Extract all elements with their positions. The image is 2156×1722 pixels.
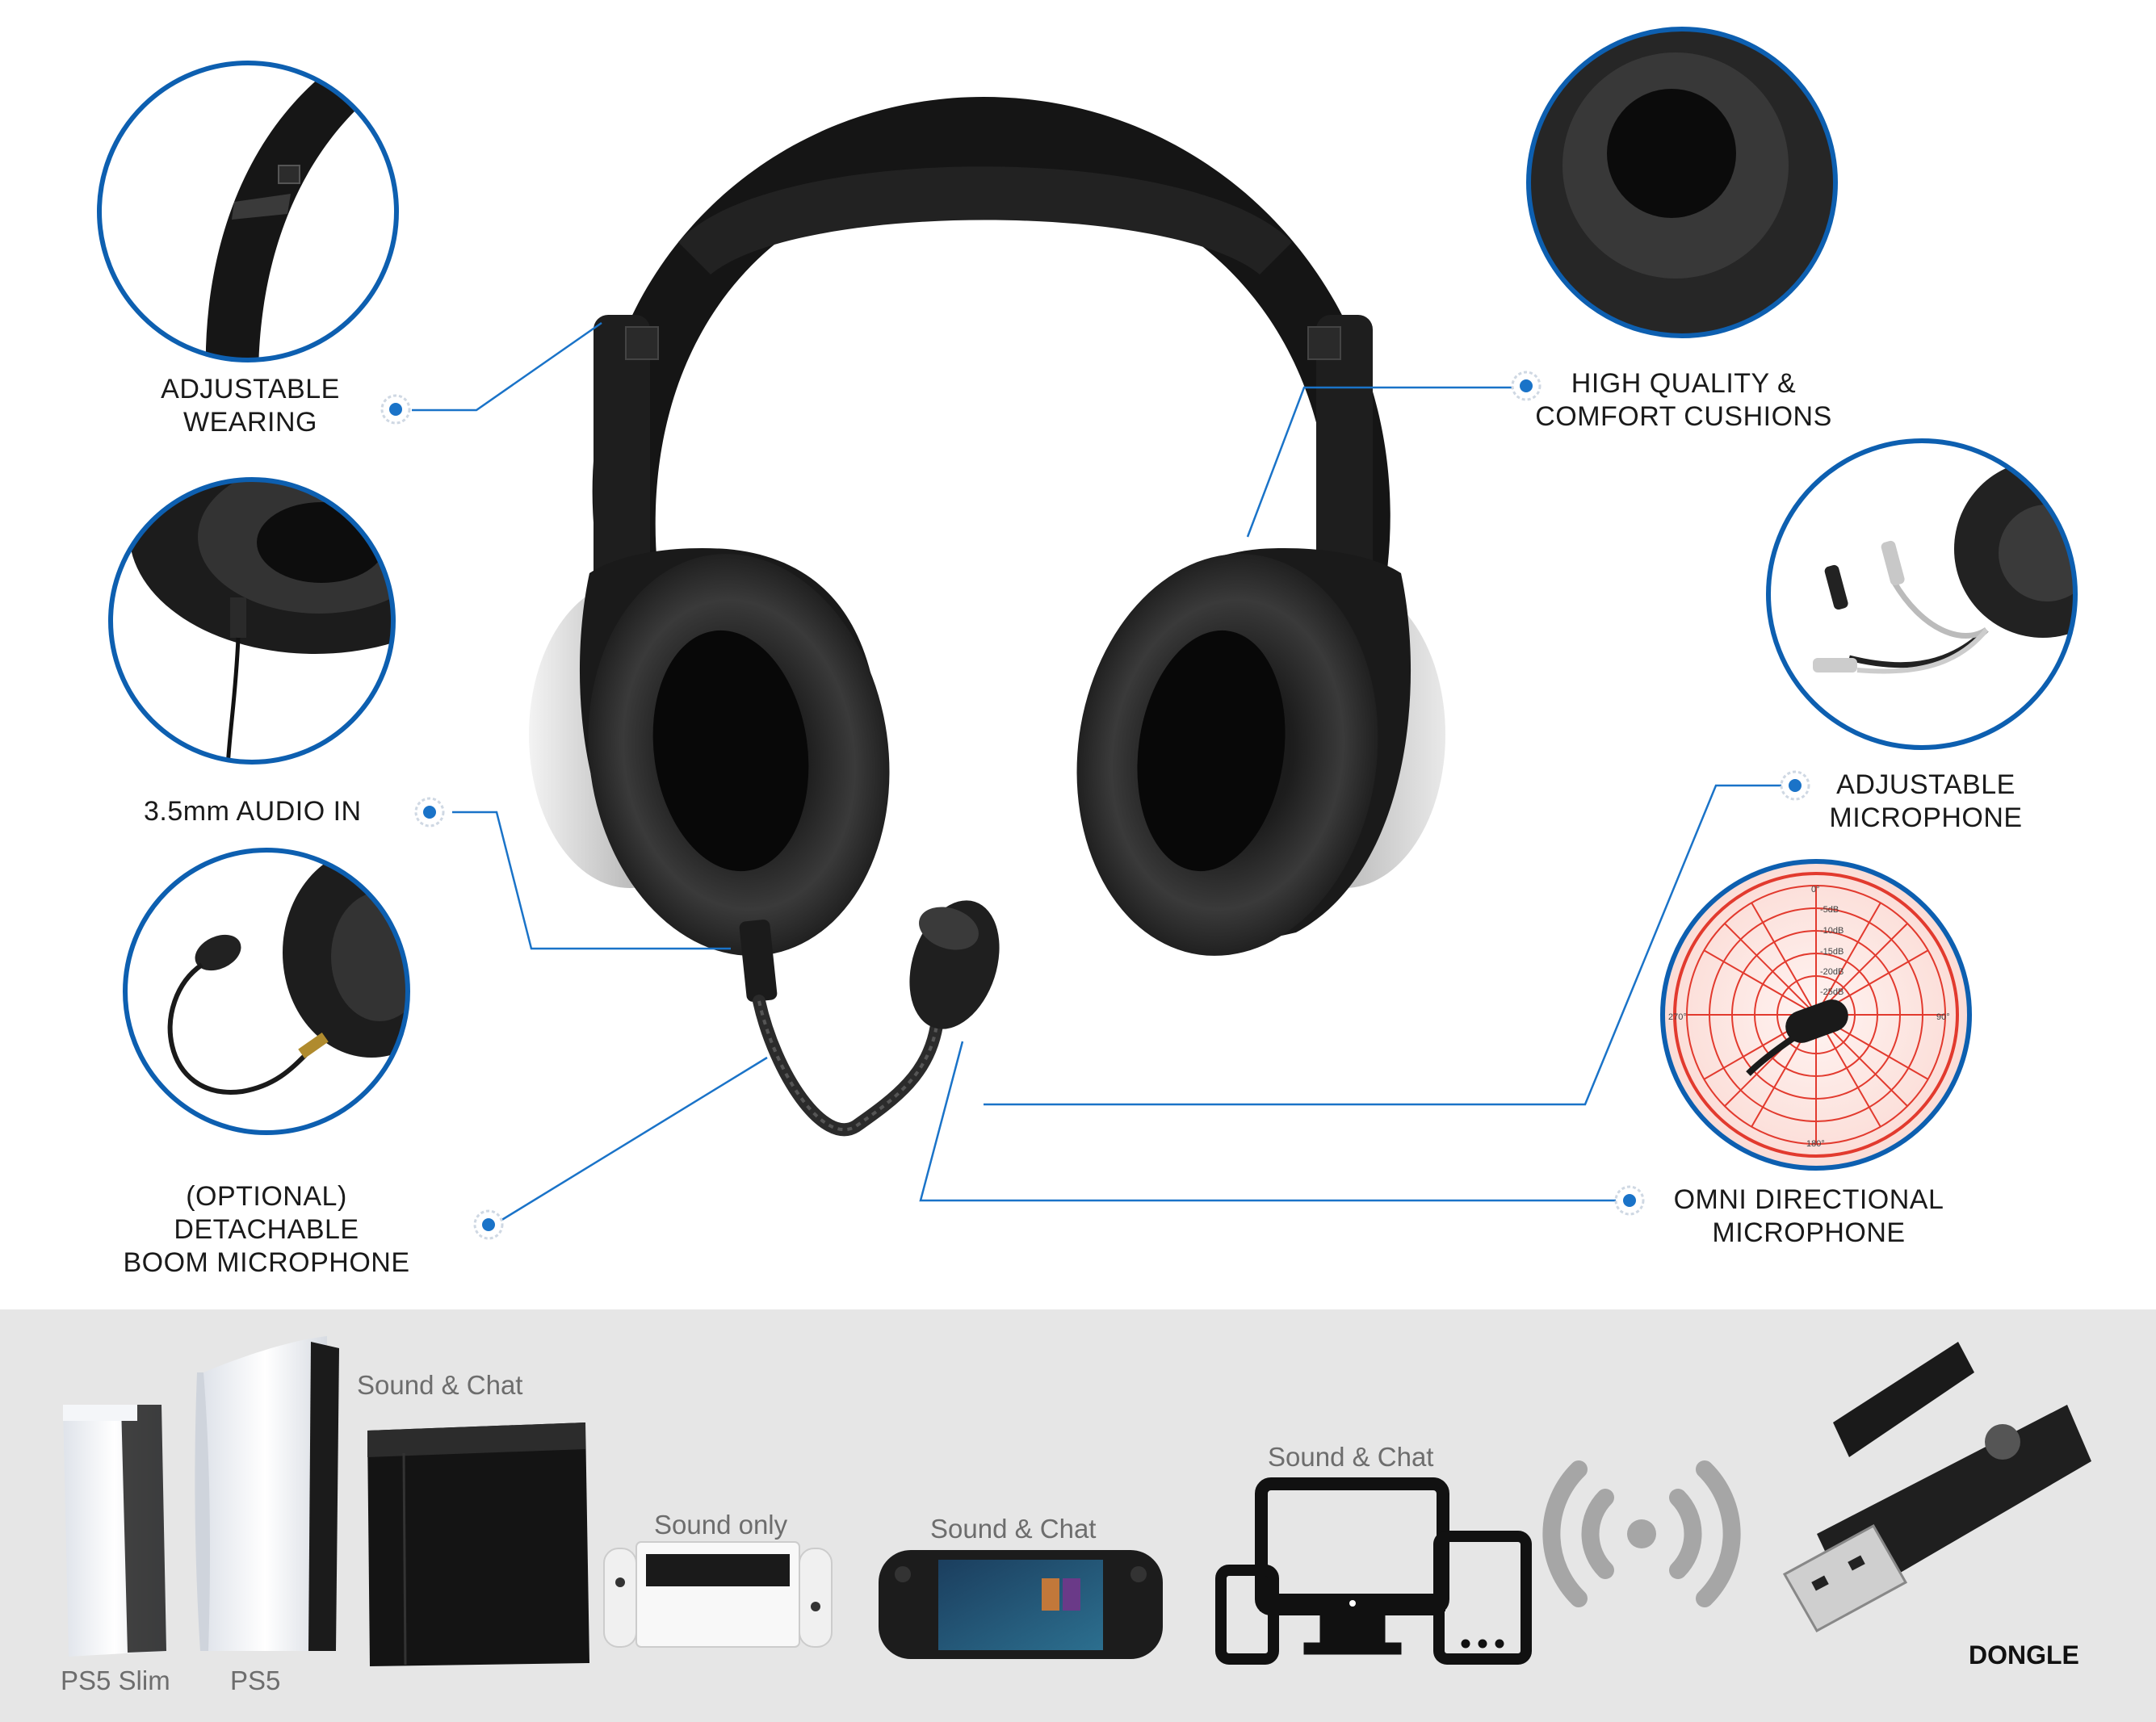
label-deck-sound-chat: Sound & Chat <box>930 1514 1097 1544</box>
detail-circle-cushion <box>1526 27 1838 338</box>
dot-omni-mic <box>1614 1185 1645 1216</box>
label-ps4-sound-chat: Sound & Chat <box>357 1370 523 1400</box>
ps4-image <box>367 1422 589 1666</box>
polar-angle-180: 180° <box>1806 1139 1825 1149</box>
callout-dots <box>380 371 1810 1240</box>
label-switch-sound-only: Sound only <box>654 1510 788 1540</box>
polar-level-15: -15dB <box>1820 947 1844 957</box>
polar-level-25: -25dB <box>1820 987 1844 997</box>
dot-boom-mic <box>473 1209 504 1240</box>
dongle-image <box>1782 1342 2091 1633</box>
dot-cushions <box>1511 371 1541 401</box>
label-ps5-slim: PS5 Slim <box>61 1665 170 1695</box>
label-dongle: DONGLE <box>1969 1640 2079 1670</box>
label-cushions: HIGH QUALITY & COMFORT CUSHIONS <box>1535 368 1832 432</box>
polar-level-10: -10dB <box>1820 926 1844 936</box>
detail-circle-boom-mic <box>123 848 410 1135</box>
switch-image <box>603 1541 833 1648</box>
steam-deck-image <box>879 1550 1163 1659</box>
callout-lines <box>412 321 1793 1225</box>
dot-adjustable-mic <box>1780 770 1810 801</box>
polar-angle-0: 0° <box>1811 885 1820 895</box>
label-adjustable-mic: ADJUSTABLE MICROPHONE <box>1829 769 2023 833</box>
label-omni-mic: OMNI DIRECTIONAL MICROPHONE <box>1673 1184 1944 1248</box>
polar-angle-90: 90° <box>1936 1012 1950 1022</box>
polar-angle-270: 270° <box>1668 1012 1687 1022</box>
ps5-image <box>195 1336 339 1651</box>
devices-icon <box>1215 1477 1532 1665</box>
detail-circle-audio-jack <box>108 477 396 765</box>
detail-circle-polar-plot <box>1660 859 1972 1171</box>
dot-adjustable-wearing <box>380 394 411 425</box>
label-audio-in: 3.5mm AUDIO IN <box>144 796 362 827</box>
dot-audio-in <box>414 797 445 827</box>
headset-image <box>529 97 1445 1137</box>
label-ps5: PS5 <box>230 1665 281 1695</box>
detail-circle-adjustable-mic <box>1766 438 2078 750</box>
wireless-icon <box>1542 1460 1741 1607</box>
label-devices-sound-chat: Sound & Chat <box>1268 1442 1434 1472</box>
label-adjustable-wearing: ADJUSTABLE WEARING <box>161 374 340 438</box>
polar-level-5: -5dB <box>1820 905 1839 915</box>
ps5-slim-image <box>63 1405 166 1657</box>
polar-mic <box>1746 999 1848 1076</box>
label-boom-mic: (OPTIONAL) DETACHABLE BOOM MICROPHONE <box>123 1181 410 1278</box>
detail-circle-headband <box>97 61 399 362</box>
polar-level-20: -20dB <box>1820 967 1844 977</box>
